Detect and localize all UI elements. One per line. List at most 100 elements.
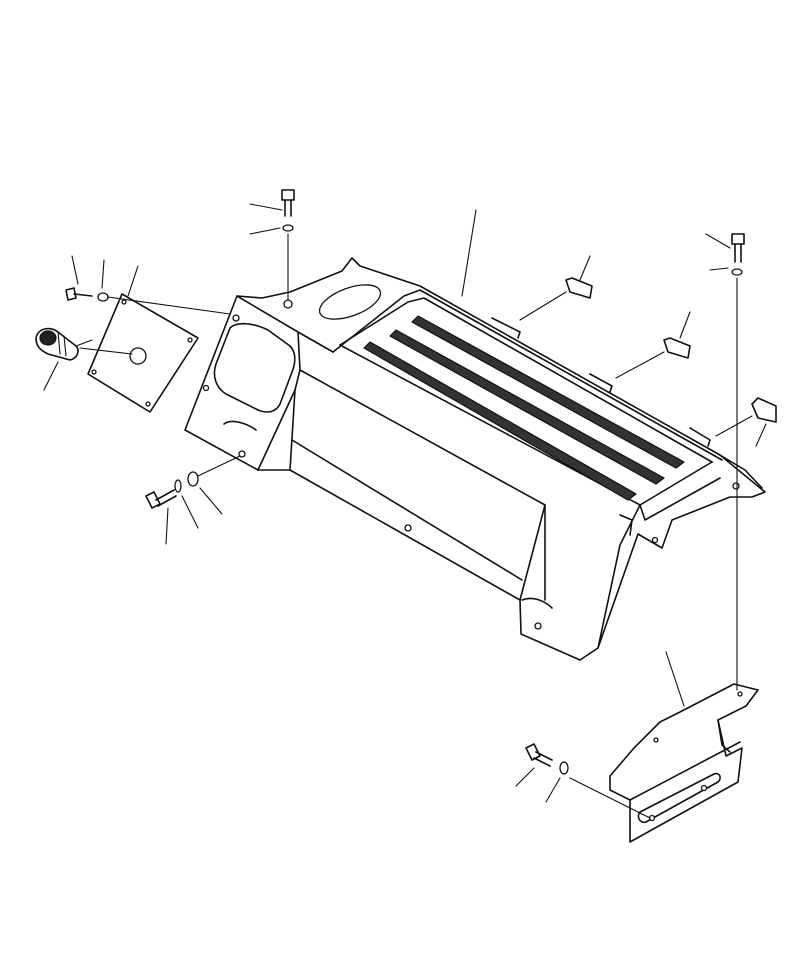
bracket-hole-2 <box>700 784 708 792</box>
leader-bolt-right <box>705 233 731 249</box>
lamp-switch-knob <box>39 330 57 346</box>
leader-bolt-top <box>249 203 283 211</box>
front-face-left <box>289 389 296 471</box>
leader-bracket <box>665 651 685 707</box>
cushion-pad-1 <box>565 277 593 299</box>
cover-center-hole <box>129 347 147 365</box>
cover-plate <box>87 293 199 413</box>
tray-body <box>184 257 766 661</box>
leader-tray <box>461 209 477 297</box>
floor-slot-2 <box>389 329 665 485</box>
bracket-body <box>609 683 759 843</box>
tray-hole-1 <box>232 314 240 322</box>
tray-front-lip <box>639 477 721 521</box>
back-tab-3 <box>689 427 711 447</box>
leader-bolt-left <box>165 507 169 545</box>
leader-washer-bracket <box>545 777 561 803</box>
cover-hole-3 <box>145 401 151 407</box>
small-washer <box>97 292 109 302</box>
bolt-bracket-shank <box>533 751 553 767</box>
front-face-right <box>519 504 546 601</box>
washer-bracket <box>559 761 569 775</box>
bolt-bracket-head <box>525 743 541 761</box>
tray-rim-inner <box>339 297 713 463</box>
axis-left-bolt <box>197 455 241 477</box>
leader-pad-3 <box>755 423 767 447</box>
tray <box>184 257 766 661</box>
bolt-right-shank <box>734 243 742 263</box>
tray-hole-top <box>283 299 293 309</box>
tray-hole-6 <box>732 482 740 490</box>
bolt-top-shank <box>284 199 292 217</box>
assembly-lines <box>79 233 753 819</box>
screw-head <box>65 287 77 301</box>
bracket-slot <box>637 772 721 824</box>
back-tab-1 <box>491 317 521 339</box>
cushion-pads <box>565 277 777 423</box>
bolt-top-head <box>281 189 295 201</box>
back-tab-2 <box>589 373 613 393</box>
leader-small-washer <box>101 259 105 289</box>
leader-switch <box>43 361 59 391</box>
leader-lock-washer <box>181 495 199 529</box>
axis-switch <box>79 347 133 355</box>
bolt-left-assembly <box>145 471 199 509</box>
flat-washer-left <box>187 471 199 487</box>
floor-slot-3 <box>363 341 637 501</box>
mounting-bracket <box>609 683 759 843</box>
left-panel-opening <box>213 322 296 413</box>
bracket-hole-4 <box>737 691 743 697</box>
hook-left <box>223 420 257 431</box>
front-face-bottom <box>291 439 523 581</box>
leader-lines <box>43 203 767 803</box>
tray-hole-7 <box>651 536 659 544</box>
right-side-edge <box>597 504 641 649</box>
bolt-right-head <box>731 233 745 245</box>
leader-washer-right <box>709 267 729 271</box>
cover-hole-4 <box>91 369 97 375</box>
cushion-pad-3 <box>751 397 777 423</box>
axis-bracket-bolt <box>569 777 651 819</box>
bracket-fold <box>629 741 741 801</box>
floor-slot-1 <box>411 315 685 469</box>
washer-top <box>282 224 294 232</box>
washer-right <box>731 268 743 276</box>
cover-hole-1 <box>121 299 127 305</box>
leader-flat-washer <box>199 487 223 515</box>
cover-hole-2 <box>187 337 193 343</box>
bolt-top-center <box>281 189 295 232</box>
tray-top-edge <box>297 331 334 353</box>
lock-washer-left <box>174 479 182 493</box>
cushion-pad-2 <box>663 337 691 359</box>
axis-screw <box>107 296 231 315</box>
rear-oval-opening <box>318 284 382 320</box>
bolt-top-right <box>731 233 745 276</box>
tray-rim <box>332 289 723 461</box>
leader-pad-1 <box>579 255 591 281</box>
leader-bolt-bracket <box>515 767 535 787</box>
lamp-switch-ribs <box>57 331 67 357</box>
tab-right <box>719 454 763 489</box>
bolt-left-shank <box>155 489 177 507</box>
leader-washer-top <box>249 227 281 235</box>
lamp-switch <box>35 327 93 361</box>
bolt-bracket-assembly <box>525 743 569 775</box>
tray-hole-5 <box>534 622 542 630</box>
tray-hole-3 <box>238 450 246 458</box>
bracket-hole-3 <box>653 737 659 743</box>
axis-pad-1 <box>519 291 567 321</box>
axis-pad-3 <box>715 415 753 437</box>
hook-right <box>521 597 553 609</box>
bracket-gusset <box>717 719 731 753</box>
tray-hole-4 <box>404 524 412 532</box>
axis-pad-2 <box>615 351 665 379</box>
leader-cover <box>127 265 139 297</box>
screw-shank <box>73 293 93 297</box>
lamp-switch-wire <box>75 339 93 347</box>
leader-pad-2 <box>679 311 691 339</box>
screw-top-left <box>65 287 109 302</box>
tab-front <box>619 514 633 536</box>
tray-hole-2 <box>202 384 210 392</box>
